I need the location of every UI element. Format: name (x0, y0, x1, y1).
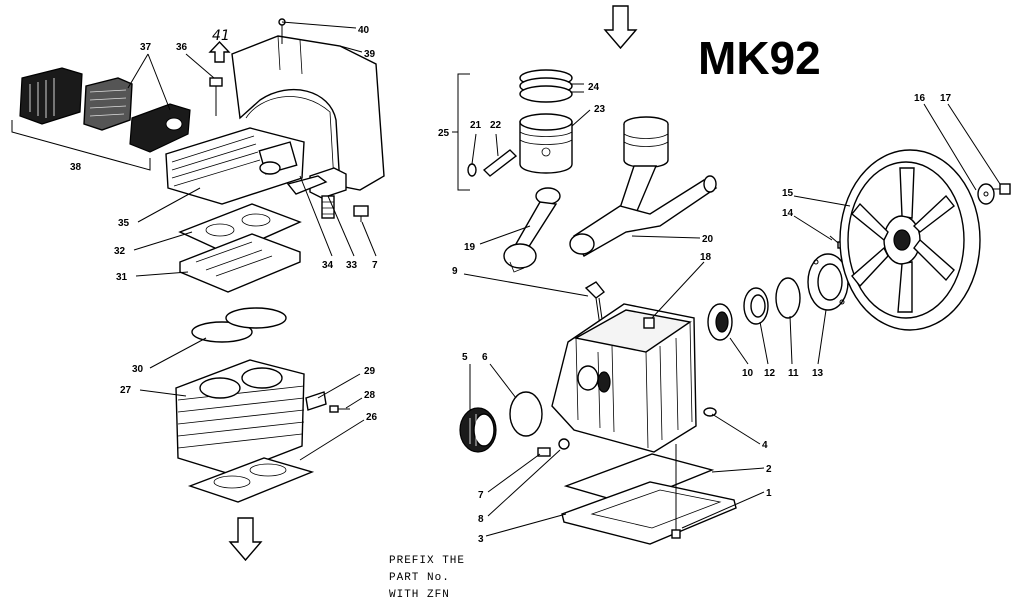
flange-o-ring (775, 277, 801, 319)
callout-15: 15 (782, 188, 794, 199)
callout-21: 21 (470, 120, 482, 131)
callout-14: 14 (782, 208, 794, 219)
callout-39: 39 (364, 49, 376, 60)
crankshaft (569, 116, 718, 257)
callout-4: 4 (762, 440, 768, 451)
callout-30: 30 (132, 364, 144, 375)
air-filter-housing (19, 67, 83, 125)
callout-6: 6 (482, 352, 488, 363)
callout-36: 36 (176, 42, 188, 53)
callout-27: 27 (120, 385, 132, 396)
callout-24: 24 (588, 82, 600, 93)
fan-shroud (231, 35, 385, 191)
gasket-34 (286, 175, 328, 195)
callout-18: 18 (700, 252, 712, 263)
arrow-down-top-icon (603, 5, 638, 50)
piston (519, 113, 573, 174)
diagram-title: MK92 (698, 32, 821, 84)
callout-7-left: 7 (372, 260, 378, 271)
callout-38: 38 (70, 162, 82, 173)
callout-40: 40 (358, 25, 370, 36)
callout-10: 10 (742, 368, 754, 379)
oil-seal (743, 287, 769, 325)
callout-28: 28 (364, 390, 376, 401)
crankcase (551, 303, 717, 453)
callout-2: 2 (766, 464, 772, 475)
callout-35: 35 (118, 218, 130, 229)
cover-o-ring (509, 391, 543, 437)
bearing-cover (459, 407, 497, 453)
main-bearing (707, 303, 733, 341)
washer-8 (558, 438, 570, 450)
callout-7-bottom: 7 (478, 490, 484, 501)
piston-pin (482, 149, 518, 177)
callout-16: 16 (914, 93, 926, 104)
callout-11: 11 (788, 368, 799, 379)
callout-8: 8 (478, 514, 484, 525)
callout-29: 29 (364, 366, 376, 377)
bolt-36 (209, 77, 223, 116)
callout-31: 31 (116, 272, 128, 283)
valve-plate (179, 233, 301, 293)
note-line-3: WITH ZFN (389, 589, 450, 601)
bracket-38 (11, 120, 151, 171)
piston-pin-clip (467, 163, 477, 177)
piston-rings (519, 69, 573, 103)
arrow-up-icon (208, 40, 231, 63)
callout-37: 37 (140, 42, 152, 53)
note-line-2: PART No. (389, 572, 450, 584)
base-plate-3 (561, 481, 737, 545)
cylinder-head (165, 127, 305, 205)
pulley-washer (977, 183, 995, 205)
screw-28 (329, 405, 350, 413)
callout-25: 25 (438, 128, 450, 139)
callout-9: 9 (452, 266, 458, 277)
air-filter-cover (129, 103, 191, 153)
callout-33: 33 (346, 260, 358, 271)
unloader-valve (309, 167, 347, 219)
cylinder-block (175, 359, 305, 475)
callout-13: 13 (812, 368, 824, 379)
handwritten-mark: 41 (212, 28, 230, 44)
flywheel-pulley (839, 149, 981, 331)
callout-20: 20 (702, 234, 714, 245)
connecting-rod (503, 187, 561, 273)
screw-1 (671, 444, 681, 539)
callout-12: 12 (764, 368, 776, 379)
callout-1: 1 (766, 488, 772, 499)
bearing-flange (807, 253, 849, 311)
callout-22: 22 (490, 120, 502, 131)
callout-32: 32 (114, 246, 126, 257)
pulley-screw (992, 183, 1011, 195)
arrow-down-bottom-icon (228, 517, 263, 562)
cylinder-o-rings (191, 307, 287, 343)
cylinder-base-gasket (187, 457, 315, 503)
callout-26: 26 (366, 412, 378, 423)
callout-23: 23 (594, 104, 606, 115)
callout-17: 17 (940, 93, 952, 104)
valve-plate-gasket (178, 203, 302, 255)
callout-34: 34 (322, 260, 334, 271)
callout-5: 5 (462, 352, 468, 363)
part-callouts: 40 39 37 36 38 35 32 31 34 33 7 30 27 29… (70, 25, 952, 545)
plug-7-left (353, 205, 369, 222)
drain-plug-7 (537, 447, 551, 457)
air-filter-element (83, 77, 133, 131)
breather-18 (643, 317, 655, 329)
leader-lines (127, 21, 1001, 537)
callout-3: 3 (478, 534, 484, 545)
callout-19: 19 (464, 242, 476, 253)
note-line-1: PREFIX THE (389, 555, 465, 567)
